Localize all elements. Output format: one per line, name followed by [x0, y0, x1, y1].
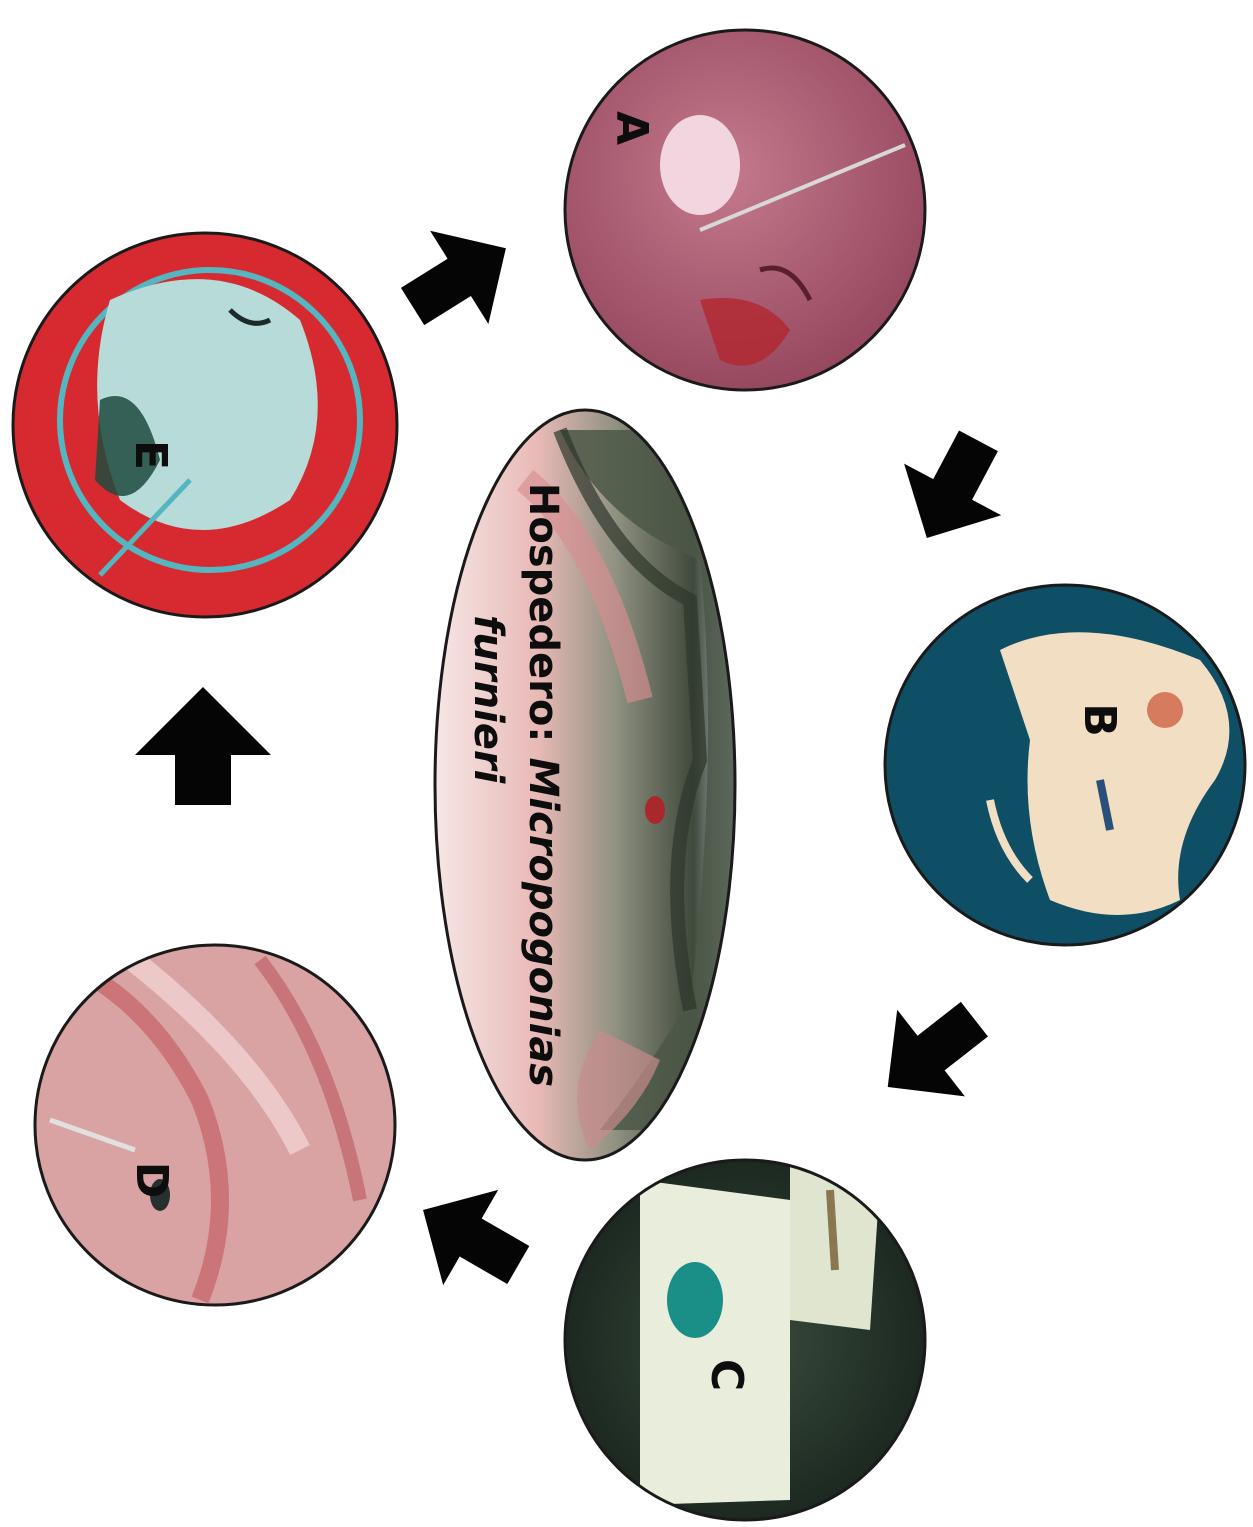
arrow-a-to-b — [878, 415, 1027, 564]
panel-b: B — [880, 580, 1250, 950]
host-caption-species: furnieri — [465, 615, 511, 785]
stained-tissue-strips-photo — [560, 1155, 930, 1525]
arrow-c-to-d — [396, 1162, 546, 1312]
arrow-e-to-a — [383, 202, 535, 354]
panel-a: A — [560, 25, 930, 395]
arrow-d-to-e — [135, 687, 271, 805]
panel-d: D — [30, 940, 400, 1310]
svg-text:Hospedero: Micropogonias: Hospedero: Micropogonias — [520, 483, 566, 1087]
panel-label-b: B — [1074, 703, 1125, 737]
panel-label-a: A — [606, 111, 657, 145]
panel-label-c: C — [701, 1359, 752, 1391]
dissected-fish-muscle-photo — [30, 940, 400, 1310]
arrow-b-to-c — [854, 976, 1008, 1130]
panel-label-e: E — [125, 440, 176, 470]
panel-c: C — [560, 1155, 930, 1525]
panel-e: E — [10, 230, 400, 620]
host-fish-photo — [430, 405, 740, 1165]
tissue-with-needle-photo — [560, 25, 930, 395]
panel-label-d: D — [126, 1162, 177, 1199]
host-caption-genus: Micropogonias — [520, 757, 566, 1087]
tissue-on-blue-background-photo — [880, 580, 1250, 950]
host-caption-prefix: Hospedero: — [520, 483, 566, 743]
